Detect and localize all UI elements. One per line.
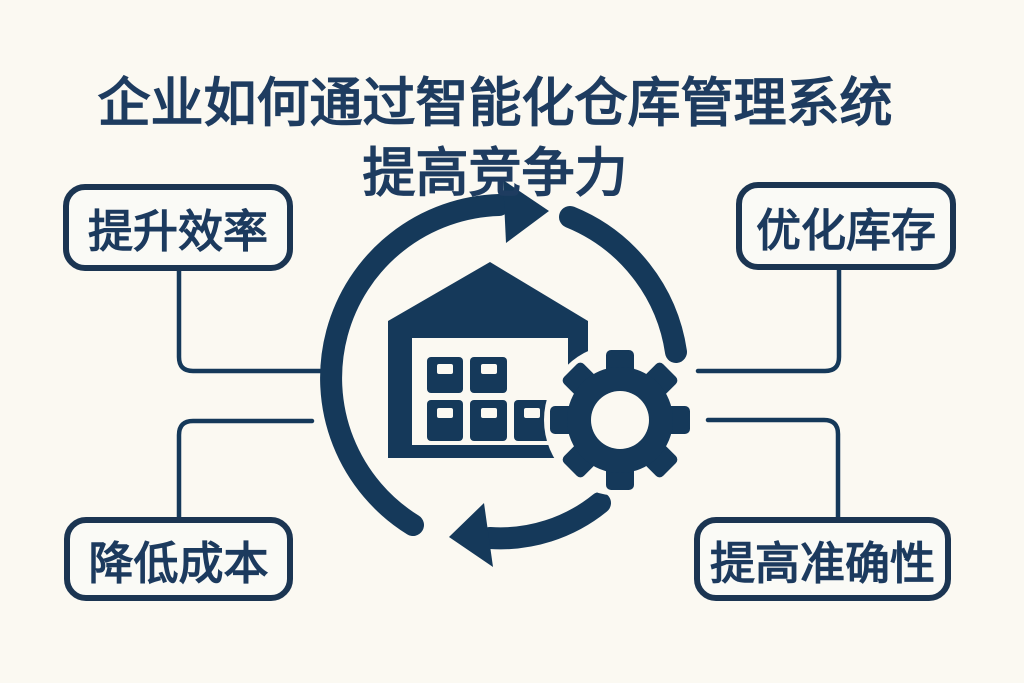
- benefit-label: 降低成本: [88, 537, 269, 589]
- connector-line-top-right: [695, 267, 842, 374]
- benefit-box-improve-efficiency: 提升效率: [63, 184, 293, 271]
- cycle-arc-left: [320, 194, 510, 536]
- cycle-arc-bottom: [479, 492, 611, 550]
- cycle-arrows-icon: [320, 180, 687, 567]
- connector-lines: [176, 267, 842, 520]
- cycle-arrowhead-top: [503, 180, 549, 243]
- warehouse-floor: [388, 445, 555, 458]
- benefit-label: 提升效率: [87, 206, 268, 257]
- cycle-arrowhead-bottom: [449, 503, 493, 567]
- page-title: 企业如何通过智能化仓库管理系统 提高竞争力: [0, 69, 990, 209]
- title-line-2: 提高竞争力: [362, 143, 628, 203]
- cycle-arc-top-right: [559, 206, 687, 363]
- warehouse-crate-slots: [437, 364, 540, 418]
- warehouse-icon: [388, 262, 588, 458]
- gear-hole: [591, 391, 649, 449]
- title-line-1: 企业如何通过智能化仓库管理系统: [97, 73, 893, 133]
- benefit-box-improve-accuracy: 提高准确性: [694, 517, 951, 601]
- benefit-box-reduce-cost: 降低成本: [64, 517, 293, 601]
- connector-line-top-left: [176, 268, 333, 374]
- benefit-label: 提高准确性: [709, 537, 935, 589]
- gear-icon: [544, 344, 696, 496]
- connector-line-bottom-left: [176, 418, 315, 520]
- benefit-label: 优化库存: [755, 204, 936, 256]
- benefit-box-optimize-inventory: 优化库存: [736, 182, 956, 270]
- connector-line-bottom-right: [705, 417, 841, 520]
- warehouse-crates: [427, 357, 550, 441]
